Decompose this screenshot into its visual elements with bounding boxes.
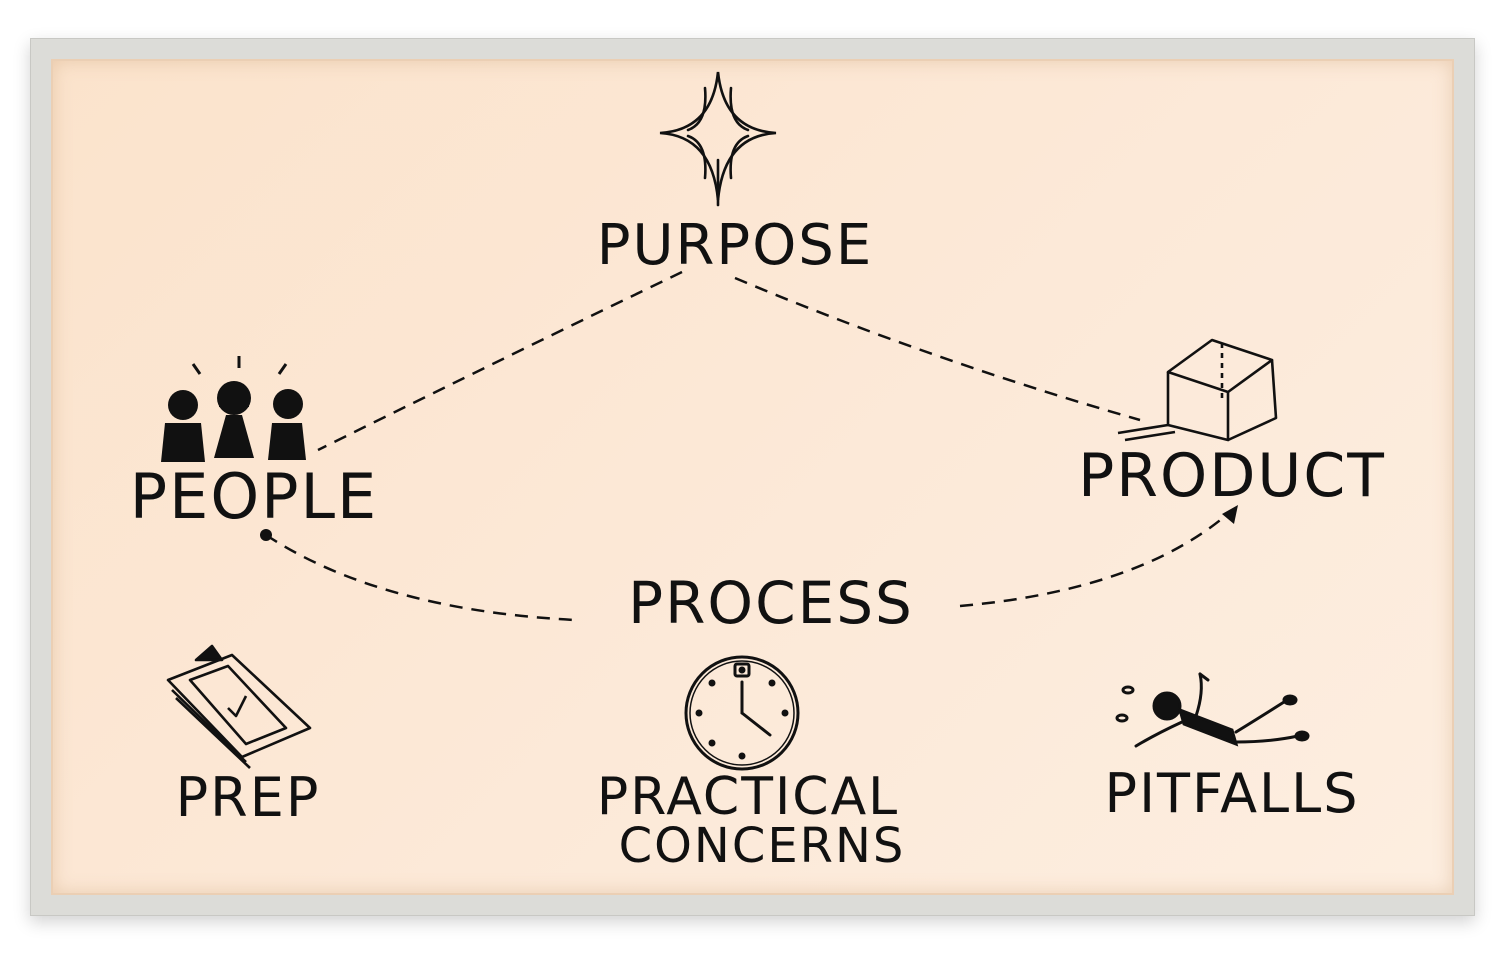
stopwatch-icon [684,655,800,771]
process-arrowhead [1222,505,1238,524]
pitfalls-label: PITFALLS [1105,762,1360,825]
process-label: PROCESS [628,569,914,637]
people-icon [161,356,306,462]
connector-purpose-product [734,276,1141,422]
people-label: PEOPLE [130,460,378,533]
purpose-label: PURPOSE [597,213,873,278]
cube-icon [1117,338,1278,442]
product-label: PRODUCT [1078,441,1386,511]
prep-label: PREP [176,766,321,829]
connector-process-right [959,511,1231,608]
star-icon [659,71,777,207]
process-start-dot [260,529,272,541]
falling-person-icon [1115,672,1310,748]
diagram-canvas [51,59,1454,895]
clipboard-check-icon [166,644,312,769]
concerns-label: CONCERNS [619,818,906,874]
practical-label: PRACTICAL [597,767,899,827]
picture-frame [30,38,1475,916]
connector-process-left [265,533,576,622]
connector-purpose-people [317,270,683,452]
